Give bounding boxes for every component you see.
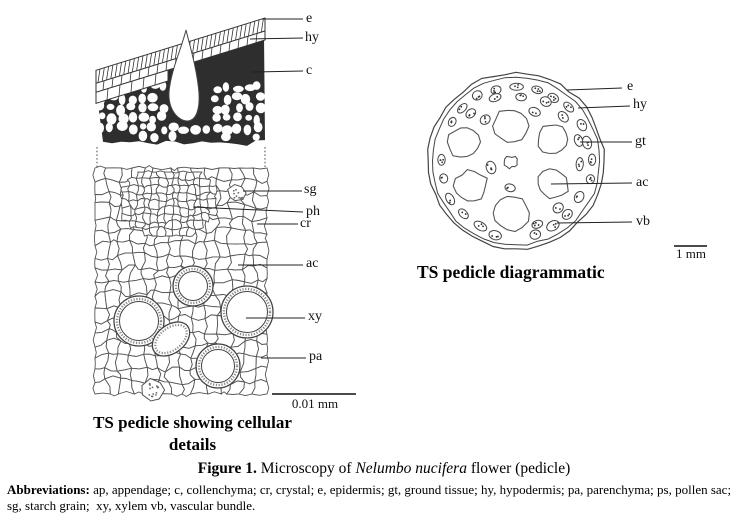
left-leader-lines — [192, 18, 306, 359]
abbreviations-label: Abbreviations: — [7, 482, 90, 497]
label-epidermis: e — [306, 11, 313, 26]
abbreviations-block: Abbreviations: ap, appendage; c, collenc… — [7, 482, 741, 514]
label-hypodermis-right: hy — [633, 97, 647, 112]
label-parenchyma: pa — [309, 349, 323, 364]
caption-pre-species: Microscopy of — [256, 460, 356, 477]
left-panel-caption-line2: details — [168, 435, 217, 454]
label-hypodermis: hy — [305, 30, 319, 45]
right-leader-lines — [550, 87, 633, 224]
left-panel-caption: TS pedicle showing cellular details — [85, 412, 300, 456]
abbreviations-text: ap, appendage; c, collenchyma; cr, cryst… — [7, 482, 735, 513]
label-ground-tissue: gt — [635, 134, 646, 149]
figure-caption: Figure 1. Microscopy of Nelumbo nucifera… — [12, 460, 744, 478]
label-phloem: ph — [306, 204, 320, 219]
right-panel-caption: TS pedicle diagrammatic — [417, 262, 605, 282]
label-vascular-bundle: vb — [636, 214, 650, 229]
caption-post-species: flower (pedicle) — [466, 460, 571, 477]
label-air-canal-left: ac — [306, 256, 319, 271]
label-collenchyma: c — [306, 63, 313, 78]
species-name: Nelumbo nucifera — [355, 460, 467, 477]
label-crystal: cr — [300, 216, 311, 231]
vascular-bundles — [437, 82, 597, 241]
right-diagram — [427, 71, 707, 250]
label-starch-grain: sg — [304, 182, 317, 197]
left-scale-label: 0.01 mm — [291, 396, 339, 411]
label-air-canal-right: ac — [636, 175, 649, 190]
air-canals — [446, 109, 569, 233]
label-xylem: xy — [308, 309, 322, 324]
xylem-vessels-and-starch-cells — [113, 183, 274, 402]
left-diagram — [92, 17, 356, 402]
right-scale-label: 1 mm — [676, 246, 706, 261]
label-epidermis-right: e — [627, 79, 634, 94]
left-panel-caption-line1: TS pedicle showing cellular — [93, 413, 292, 432]
section-connector-dotted-lines — [96, 147, 266, 170]
figure-number: Figure 1. — [197, 460, 257, 477]
appendage-cavity — [168, 29, 200, 122]
